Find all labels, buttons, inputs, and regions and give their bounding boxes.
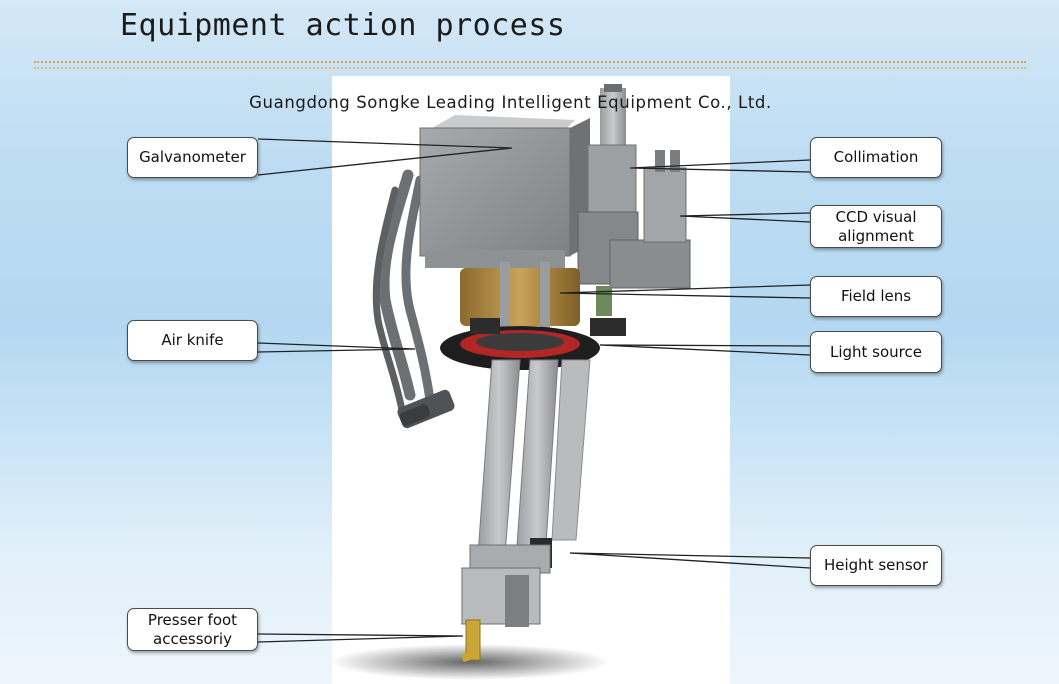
collimation-tube	[600, 88, 626, 148]
callout-height-sensor: Height sensor	[810, 545, 942, 586]
ccd-camera	[643, 167, 687, 243]
callout-air-knife: Air knife	[127, 320, 258, 361]
air-knife-assembly	[372, 169, 435, 414]
leader-lines	[257, 138, 811, 643]
slide-rail	[477, 359, 521, 556]
field-lens	[460, 268, 580, 326]
callout-presser-foot-accessory: Presser foot accessoriy	[127, 608, 258, 651]
slide-title: Equipment action process	[120, 8, 566, 43]
callout-field-lens: Field lens	[810, 276, 942, 317]
floor-shadow	[330, 644, 610, 680]
presser-foot	[465, 619, 481, 661]
company-name: Guangdong Songke Leading Intelligent Equ…	[249, 93, 772, 112]
callout-light-source: Light source	[810, 331, 942, 373]
callout-collimation: Collimation	[810, 137, 942, 178]
title-divider	[34, 61, 1026, 69]
callout-ccd-visual-alignment: CCD visual alignment	[810, 205, 942, 248]
callout-galvanometer: Galvanometer	[127, 137, 258, 178]
